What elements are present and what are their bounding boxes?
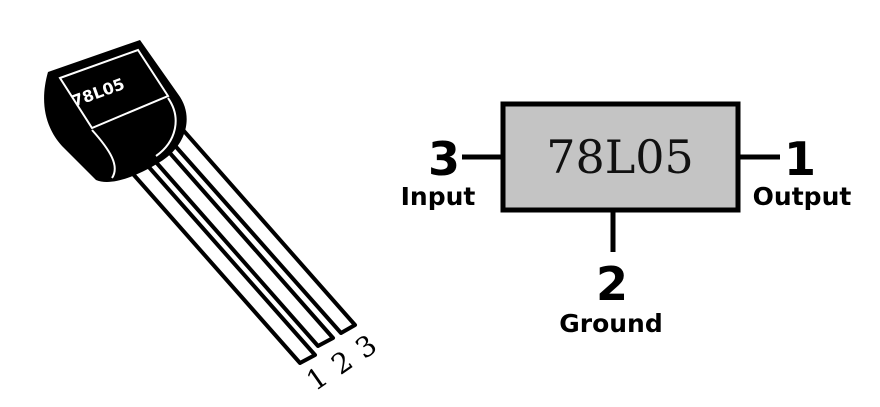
- lead-2: [138, 133, 335, 348]
- lead-number-2: 2: [325, 344, 359, 381]
- pin-number-ground: 2: [596, 257, 628, 311]
- pin-label-ground: Ground: [559, 309, 663, 338]
- lead-number-3: 3: [349, 328, 383, 365]
- pin-number-input: 3: [428, 132, 460, 186]
- pin-label-input: Input: [401, 182, 476, 211]
- package-body: 78L05: [44, 40, 187, 182]
- lead-number-1: 1: [300, 360, 334, 397]
- to92-package: 78L05 1 2 3: [44, 40, 383, 397]
- schematic-symbol: 78L05 3 Input 1 Output 2 Ground: [401, 101, 852, 338]
- regulator-chip-box: [500, 101, 741, 213]
- chip-label: 78L05: [546, 130, 694, 184]
- pin-label-output: Output: [753, 182, 852, 211]
- pin-number-output: 1: [784, 132, 816, 186]
